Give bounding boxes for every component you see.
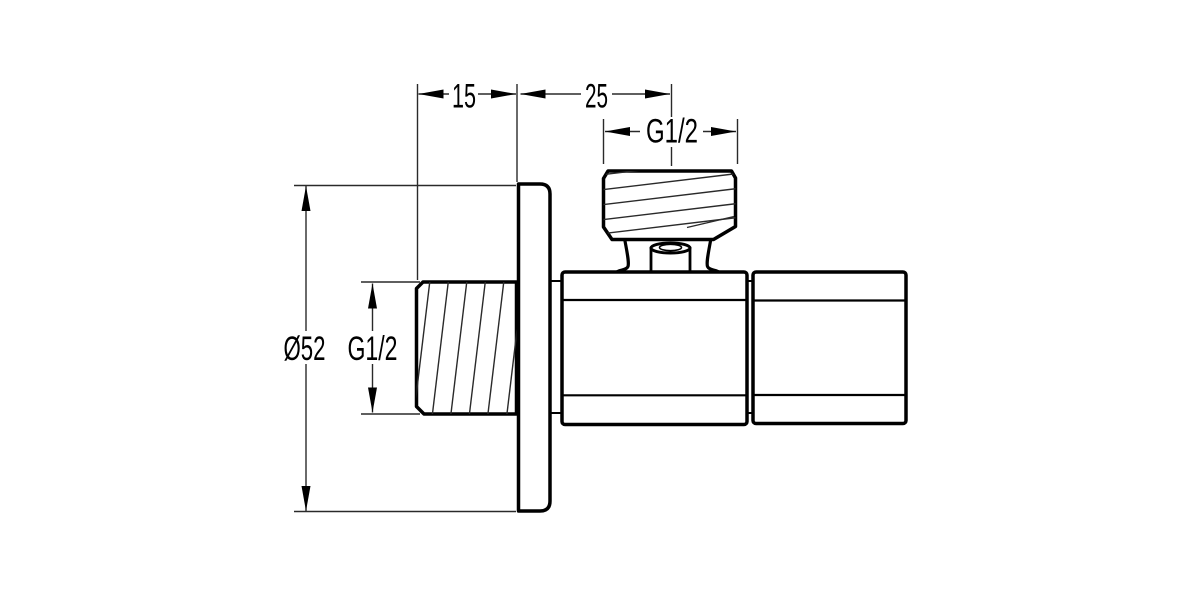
- arrowhead-up: [301, 186, 311, 211]
- dim-label-top-thread: G1/2: [646, 113, 698, 151]
- stem-neck-right: [705, 239, 720, 274]
- arrowhead-left: [418, 89, 444, 99]
- dimension-top-thread: G1/2: [602, 113, 739, 164]
- outlet-connector: [745, 270, 908, 426]
- valve-stem: [615, 239, 720, 274]
- arrowhead-down: [301, 486, 311, 511]
- arrowhead-right: [711, 127, 736, 136]
- arrowhead-left: [520, 89, 546, 99]
- dimension-flange-depth: 15: [416, 78, 518, 280]
- arrowhead-right: [491, 89, 516, 99]
- inlet-thread-hatching: [416, 282, 517, 414]
- dim-label-handle-offset: 25: [585, 78, 608, 116]
- dimension-inlet-thread: G1/2: [348, 281, 420, 415]
- dimension-flange-diameter: Ø52: [284, 184, 516, 513]
- dim-label-flange-depth: 15: [452, 78, 476, 116]
- dimension-handle-offset: 25: [520, 78, 673, 166]
- wall-flange: [516, 182, 552, 513]
- handle-knob: [601, 169, 738, 242]
- stem-cap-inner: [658, 243, 683, 252]
- arrowhead-right: [645, 89, 670, 99]
- dim-label-inlet-thread: G1/2: [348, 330, 398, 368]
- knob-thread-hatching: [603, 171, 736, 235]
- wall-inlet-fitting: [414, 280, 519, 416]
- stem-neck-left: [615, 239, 630, 274]
- dim-label-flange-diameter: Ø52: [284, 330, 326, 368]
- arrowhead-up: [368, 283, 377, 309]
- arrowhead-down: [368, 387, 377, 413]
- valve-body: [550, 270, 749, 427]
- arrowhead-left: [605, 127, 630, 136]
